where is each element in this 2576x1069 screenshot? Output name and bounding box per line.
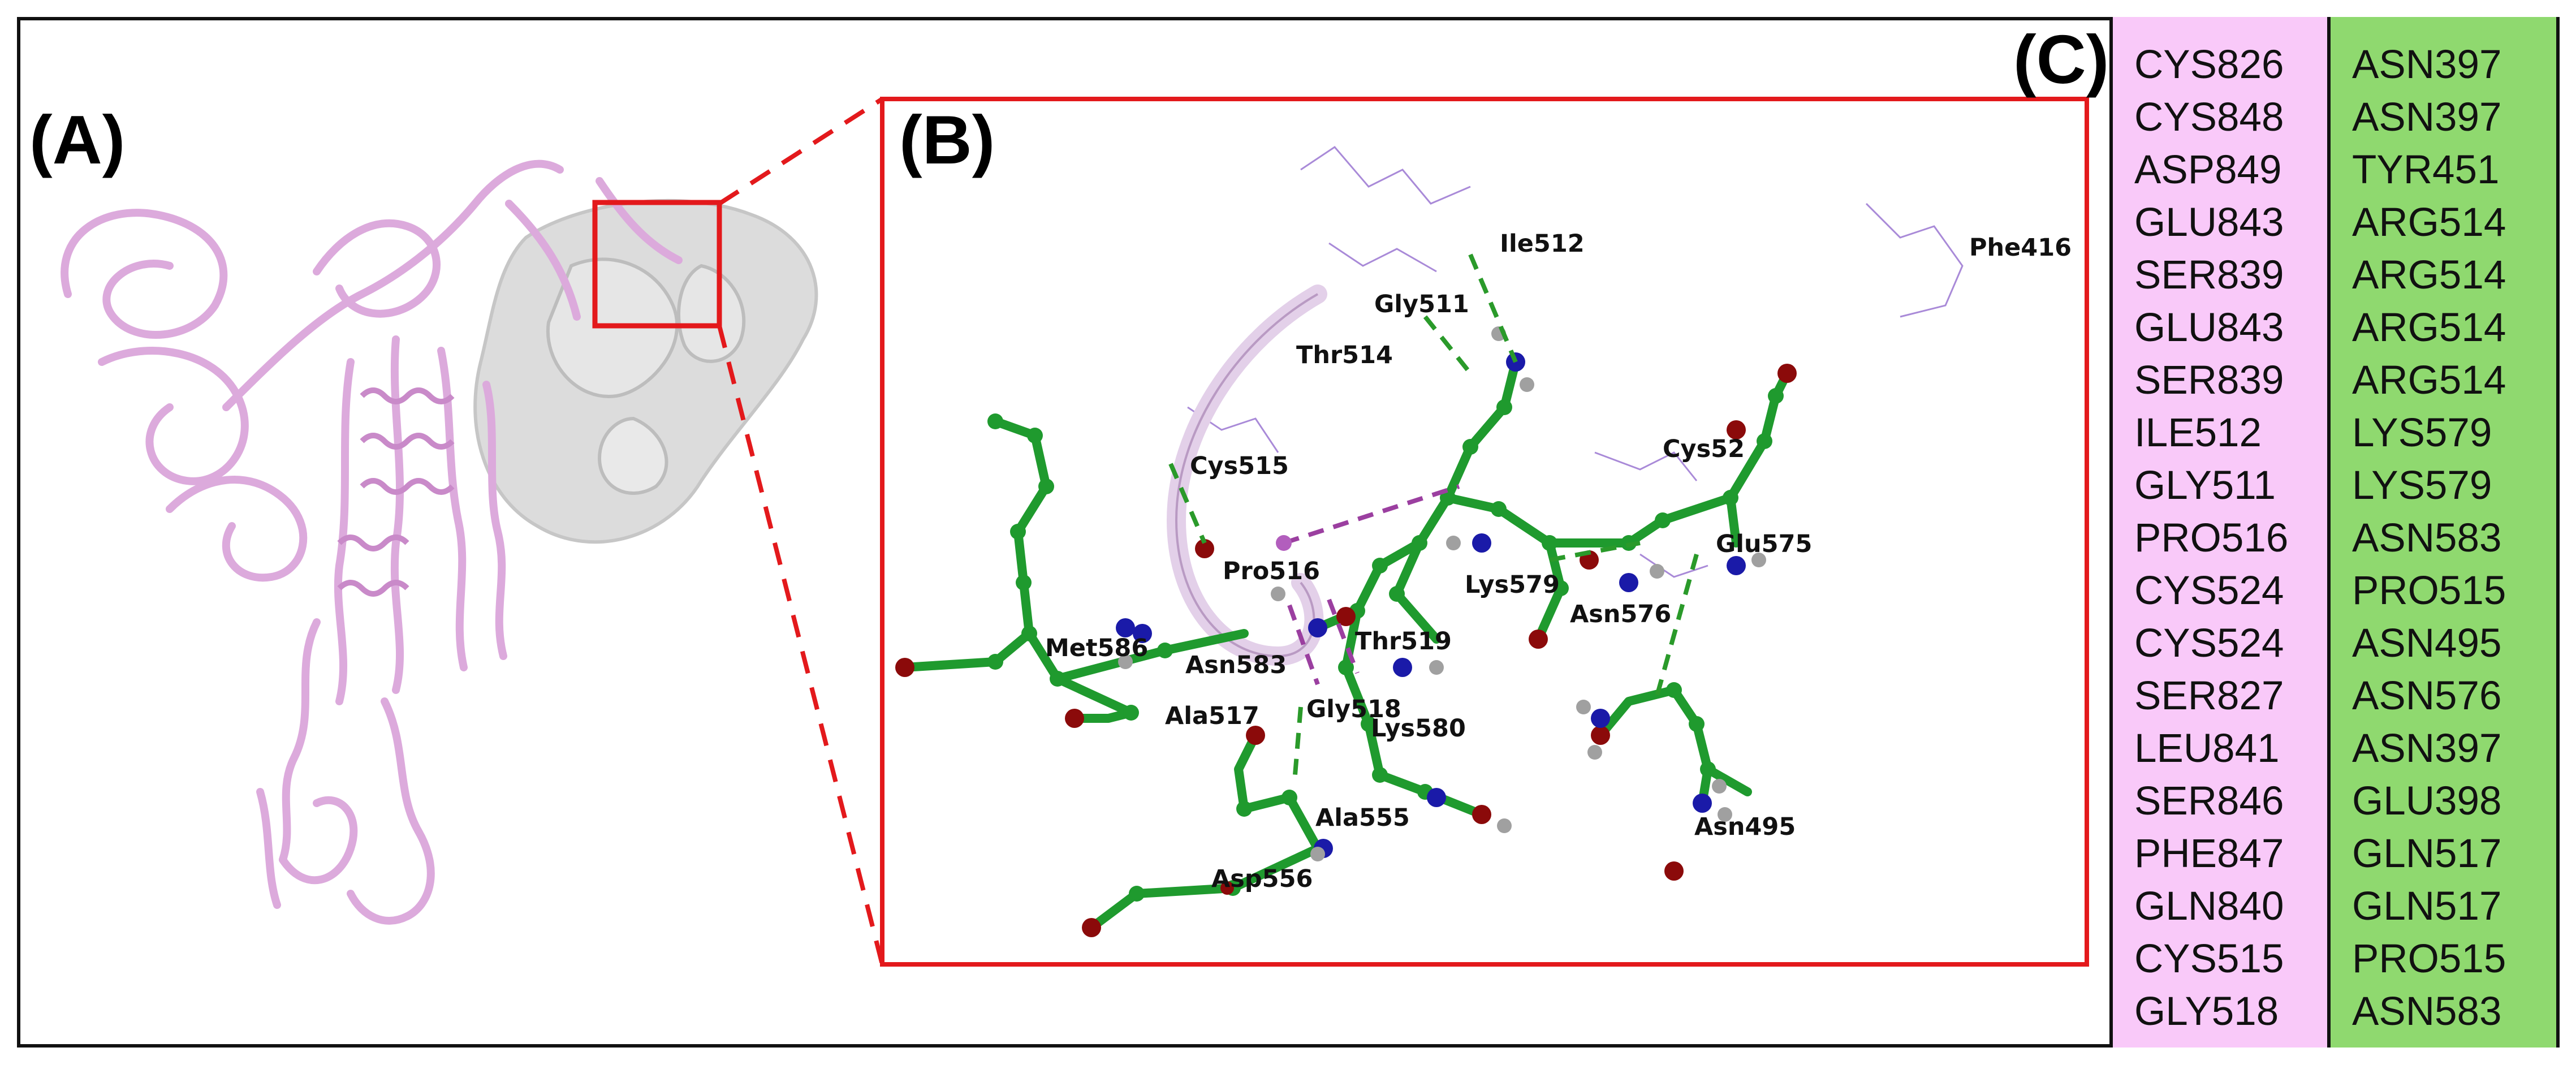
residue-label: Lys580 [1371,714,1466,743]
residue-label: Phe416 [1969,234,2072,262]
table-cell: ARG514 [2352,358,2506,403]
table-cell: LEU841 [2134,726,2280,771]
table-cell: ASN495 [2352,621,2502,666]
table-cell: GLN517 [2352,831,2502,876]
table-cell: CYS515 [2134,937,2284,981]
residue-label: Ala555 [1315,804,1410,832]
table-cell: GLU843 [2134,305,2284,350]
residue-label: Asn495 [1694,813,1796,841]
residue-label: Cys52 [1663,435,1745,463]
table-cell: ARG514 [2352,305,2506,350]
table-cell: PRO515 [2352,937,2506,981]
residue-label: Gly518 [1306,695,1401,723]
zoom-connector-top [718,97,884,206]
table-cell: PRO515 [2352,568,2506,613]
residue-labels: Ile512 Phe416 Gly511 Thr514 Cys515 Cys52… [1045,230,2072,893]
table-cell: CYS524 [2134,621,2284,666]
backbone-tube-edge [1175,293,1318,658]
table-cell: ARG514 [2352,253,2506,298]
table-cell: SER839 [2134,358,2284,403]
pi-centroid [1276,535,1292,551]
table-cell: ASP849 [2134,148,2282,192]
table-cell: GLU398 [2352,779,2502,824]
table-cell: CYS826 [2134,42,2284,87]
table-cell: LYS579 [2352,463,2492,508]
hydrogen-bonds [1168,253,1699,775]
panel-b-box [880,97,2089,967]
residue-label: Met586 [1045,634,1148,662]
residue-label: Asn583 [1185,651,1287,679]
residue-label: Thr519 [1355,627,1452,656]
table-cell: LYS579 [2352,411,2492,455]
residue-label: Pro516 [1223,557,1320,585]
table-cell: CYS524 [2134,568,2284,613]
table-cell: GLY511 [2134,463,2276,508]
table-cell: ILE512 [2134,411,2262,455]
table-cell: PHE847 [2134,831,2284,876]
residue-label: Lys579 [1465,571,1560,599]
atoms-hydrogen [1118,326,1766,861]
pi-interactions [1283,484,1460,686]
ligand-sticks [900,357,1792,932]
residue-label: Thr514 [1296,341,1393,369]
table-cell: GLU843 [2134,200,2284,245]
table-cell: GLN840 [2134,884,2284,929]
table-cell: ASN397 [2352,42,2502,87]
pink-protein-helices [337,387,455,597]
table-cell: PRO516 [2134,516,2289,561]
table-cell: ARG514 [2352,200,2506,245]
table-cell: ASN583 [2352,516,2502,561]
residue-label: Cys515 [1190,452,1289,480]
table-cell: ASN583 [2352,989,2502,1034]
table-cell: ASN576 [2352,674,2502,718]
residue-label: Glu575 [1716,530,1812,558]
residue-label: Ala517 [1165,702,1259,730]
table-cell: GLN517 [2352,884,2502,929]
residue-label: Asn576 [1570,600,1671,628]
table-cell: ASN397 [2352,95,2502,140]
residue-label: Gly511 [1374,290,1469,318]
zoom-box-a [592,200,722,329]
table-cell: TYR451 [2352,148,2500,192]
table-cell: SER839 [2134,253,2284,298]
panel-a-label: (A) [29,101,126,178]
table-cell: CYS848 [2134,95,2284,140]
table-cell: GLY518 [2134,989,2279,1034]
residue-label: Ile512 [1500,230,1585,258]
gray-protein-domain [473,199,818,544]
panel-c-label: (C) [2013,21,2109,98]
residue-label: Asp556 [1211,865,1313,893]
table-cell: SER846 [2134,779,2284,824]
panel-b-label: (B) [899,101,995,178]
table-cell: SER827 [2134,674,2284,718]
table-cell: ASN397 [2352,726,2502,771]
